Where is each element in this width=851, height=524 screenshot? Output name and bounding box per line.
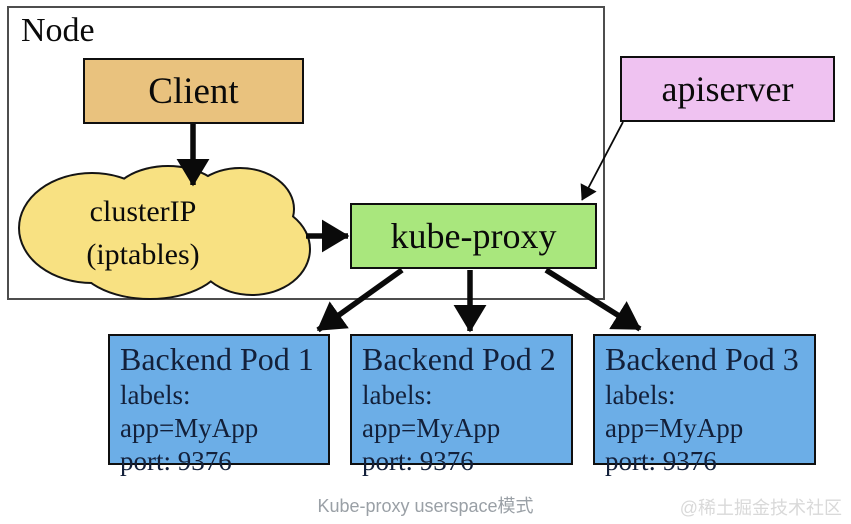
apiserver-box: apiserver [620, 56, 835, 122]
client-label: Client [148, 70, 239, 112]
image-caption: Kube-proxy userspace模式 [317, 496, 534, 516]
node-label: Node [21, 12, 95, 49]
pod-labels: labels: app=MyApp [605, 380, 744, 443]
pod-labels: labels: app=MyApp [362, 380, 501, 443]
pod-title: Backend Pod 2 [362, 341, 556, 377]
client-box: Client [83, 58, 304, 124]
pod-title: Backend Pod 1 [120, 341, 314, 377]
pod-title: Backend Pod 3 [605, 341, 799, 377]
backend-pod-2-box: Backend Pod 2 labels: app=MyApp port: 93… [350, 334, 573, 476]
pod-port: port: 9376 [605, 446, 717, 476]
pod-port: port: 9376 [362, 446, 474, 476]
cluster-ip-label: clusterIP (iptables) [48, 190, 238, 276]
kube-proxy-label: kube-proxy [390, 216, 557, 256]
cluster-ip-line2: (iptables) [86, 238, 200, 271]
apiserver-label: apiserver [661, 69, 794, 109]
watermark: @稀土掘金技术社区 [679, 498, 842, 518]
backend-pod-1-box: Backend Pod 1 labels: app=MyApp port: 93… [108, 334, 330, 476]
pod-labels: labels: app=MyApp [120, 380, 259, 443]
backend-pod-3-box: Backend Pod 3 labels: app=MyApp port: 93… [593, 334, 816, 476]
kube-proxy-box: kube-proxy [350, 203, 597, 269]
pod-port: port: 9376 [120, 446, 232, 476]
cluster-ip-line1: clusterIP [89, 195, 197, 228]
